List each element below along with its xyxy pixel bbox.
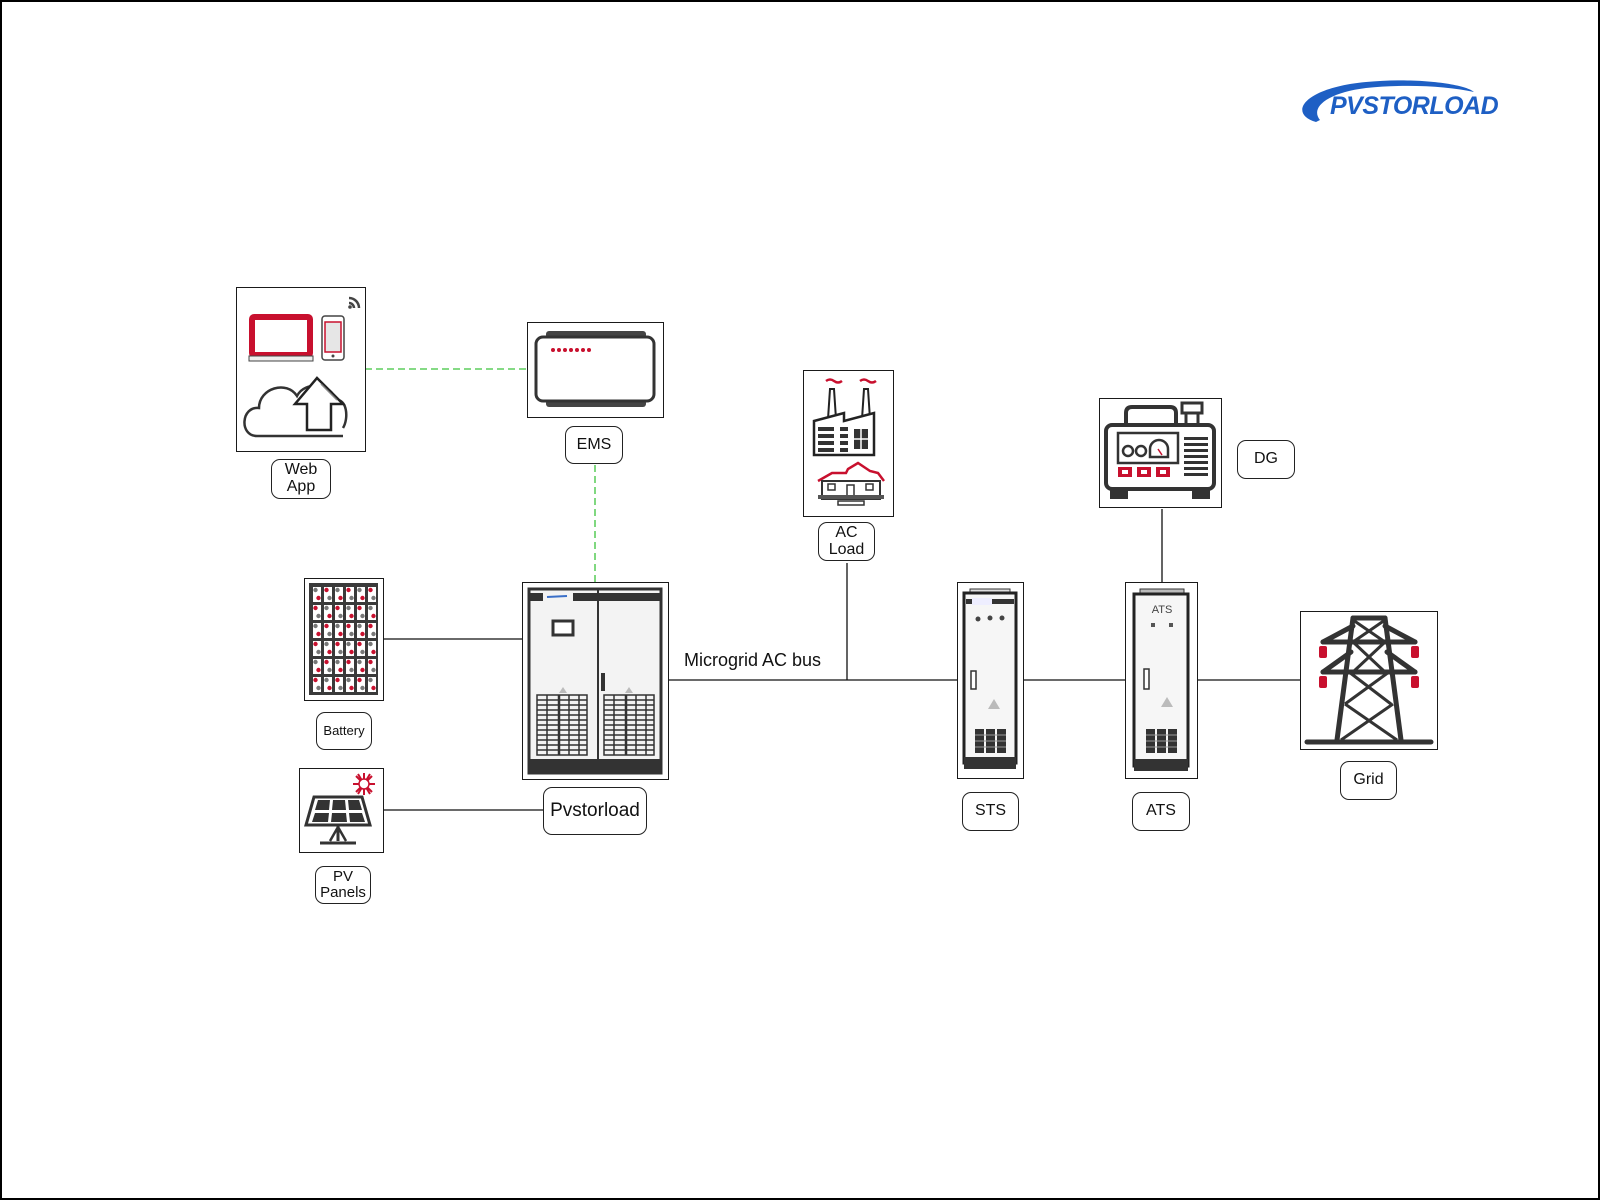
battery-cell: [346, 641, 354, 656]
pv-node[interactable]: [299, 768, 384, 853]
logo-swoosh-icon: [1302, 80, 1474, 122]
logo-text: PVSTORLOAD: [1330, 92, 1499, 120]
acload-label-text: AC Load: [828, 523, 865, 558]
battery-cell: [346, 659, 354, 674]
battery-node[interactable]: [304, 578, 384, 701]
grid-label-text: Grid: [1353, 771, 1384, 789]
battery-cell: [335, 587, 343, 602]
ems-controller-icon: [534, 331, 656, 407]
battery-cell: [335, 659, 343, 674]
ats-label: ATS: [1132, 792, 1190, 831]
battery-cell: [346, 677, 354, 692]
battery-cell: [324, 605, 332, 620]
battery-label-text: Battery: [323, 723, 365, 739]
acload-node[interactable]: [803, 370, 894, 517]
grid-label: Grid: [1340, 761, 1397, 800]
solar-panel-icon: [304, 773, 375, 845]
sts-label-text: STS: [974, 802, 1007, 820]
factory-house-icon: [812, 378, 885, 506]
battery-cell: [357, 605, 365, 620]
ems-label-text: EMS: [576, 435, 612, 453]
sts-label: STS: [962, 792, 1019, 831]
battery-cell: [357, 677, 365, 692]
ats-cabinet-text: ATS: [1152, 604, 1173, 616]
sts-node[interactable]: [957, 582, 1024, 779]
pvstorload-label-text: Pvstorload: [550, 800, 640, 822]
webapp-node[interactable]: [236, 287, 366, 452]
battery-cell: [324, 677, 332, 692]
battery-cell: [313, 659, 321, 674]
battery-cell: [368, 623, 376, 638]
sts-cabinet-icon: [962, 588, 1018, 769]
battery-cell: [346, 587, 354, 602]
webapp-label-text: Web App: [284, 461, 318, 495]
pvstorload-label: Pvstorload: [543, 787, 647, 835]
battery-cell: [324, 623, 332, 638]
dg-node[interactable]: [1099, 398, 1222, 508]
battery-rack-icon: [309, 583, 378, 695]
battery-cell: [368, 605, 376, 620]
dg-label-text: DG: [1254, 450, 1278, 468]
battery-cell: [357, 623, 365, 638]
pv-label: PV Panels: [315, 866, 371, 904]
battery-label: Battery: [316, 712, 372, 750]
battery-cell: [368, 677, 376, 692]
battery-cell: [346, 605, 354, 620]
grid-node[interactable]: [1300, 611, 1438, 750]
dg-label: DG: [1237, 440, 1295, 479]
battery-cell: [324, 659, 332, 674]
battery-cell: [357, 641, 365, 656]
battery-cell: [346, 623, 354, 638]
battery-cell: [324, 641, 332, 656]
battery-cell: [313, 623, 321, 638]
battery-cell: [324, 587, 332, 602]
transmission-tower-icon: [1304, 615, 1434, 745]
battery-cell: [313, 677, 321, 692]
webapp-label: Web App: [271, 459, 331, 499]
battery-cell: [335, 623, 343, 638]
battery-cell: [313, 641, 321, 656]
devices-cloud-upload-icon: [243, 296, 361, 438]
diesel-generator-icon: [1104, 401, 1216, 499]
battery-cell: [368, 659, 376, 674]
inverter-cabinet-icon: [527, 587, 663, 775]
battery-cell: [335, 677, 343, 692]
battery-cell: [335, 605, 343, 620]
ac-bus-label: Microgrid AC bus: [684, 650, 822, 670]
battery-cell: [313, 605, 321, 620]
battery-cell: [368, 587, 376, 602]
ats-label-text: ATS: [1146, 802, 1176, 820]
ems-node[interactable]: [527, 322, 664, 418]
ats-cabinet-icon: ATS: [1132, 588, 1190, 771]
pv-label-text: PV Panels: [320, 868, 366, 901]
pvstorload-node[interactable]: [522, 582, 669, 780]
ems-label: EMS: [565, 426, 623, 464]
ats-node[interactable]: ATS: [1125, 582, 1198, 779]
battery-cell: [335, 641, 343, 656]
acload-label: AC Load: [818, 522, 875, 561]
battery-cell: [357, 659, 365, 674]
battery-cell: [357, 587, 365, 602]
battery-cell: [368, 641, 376, 656]
battery-cell: [313, 587, 321, 602]
